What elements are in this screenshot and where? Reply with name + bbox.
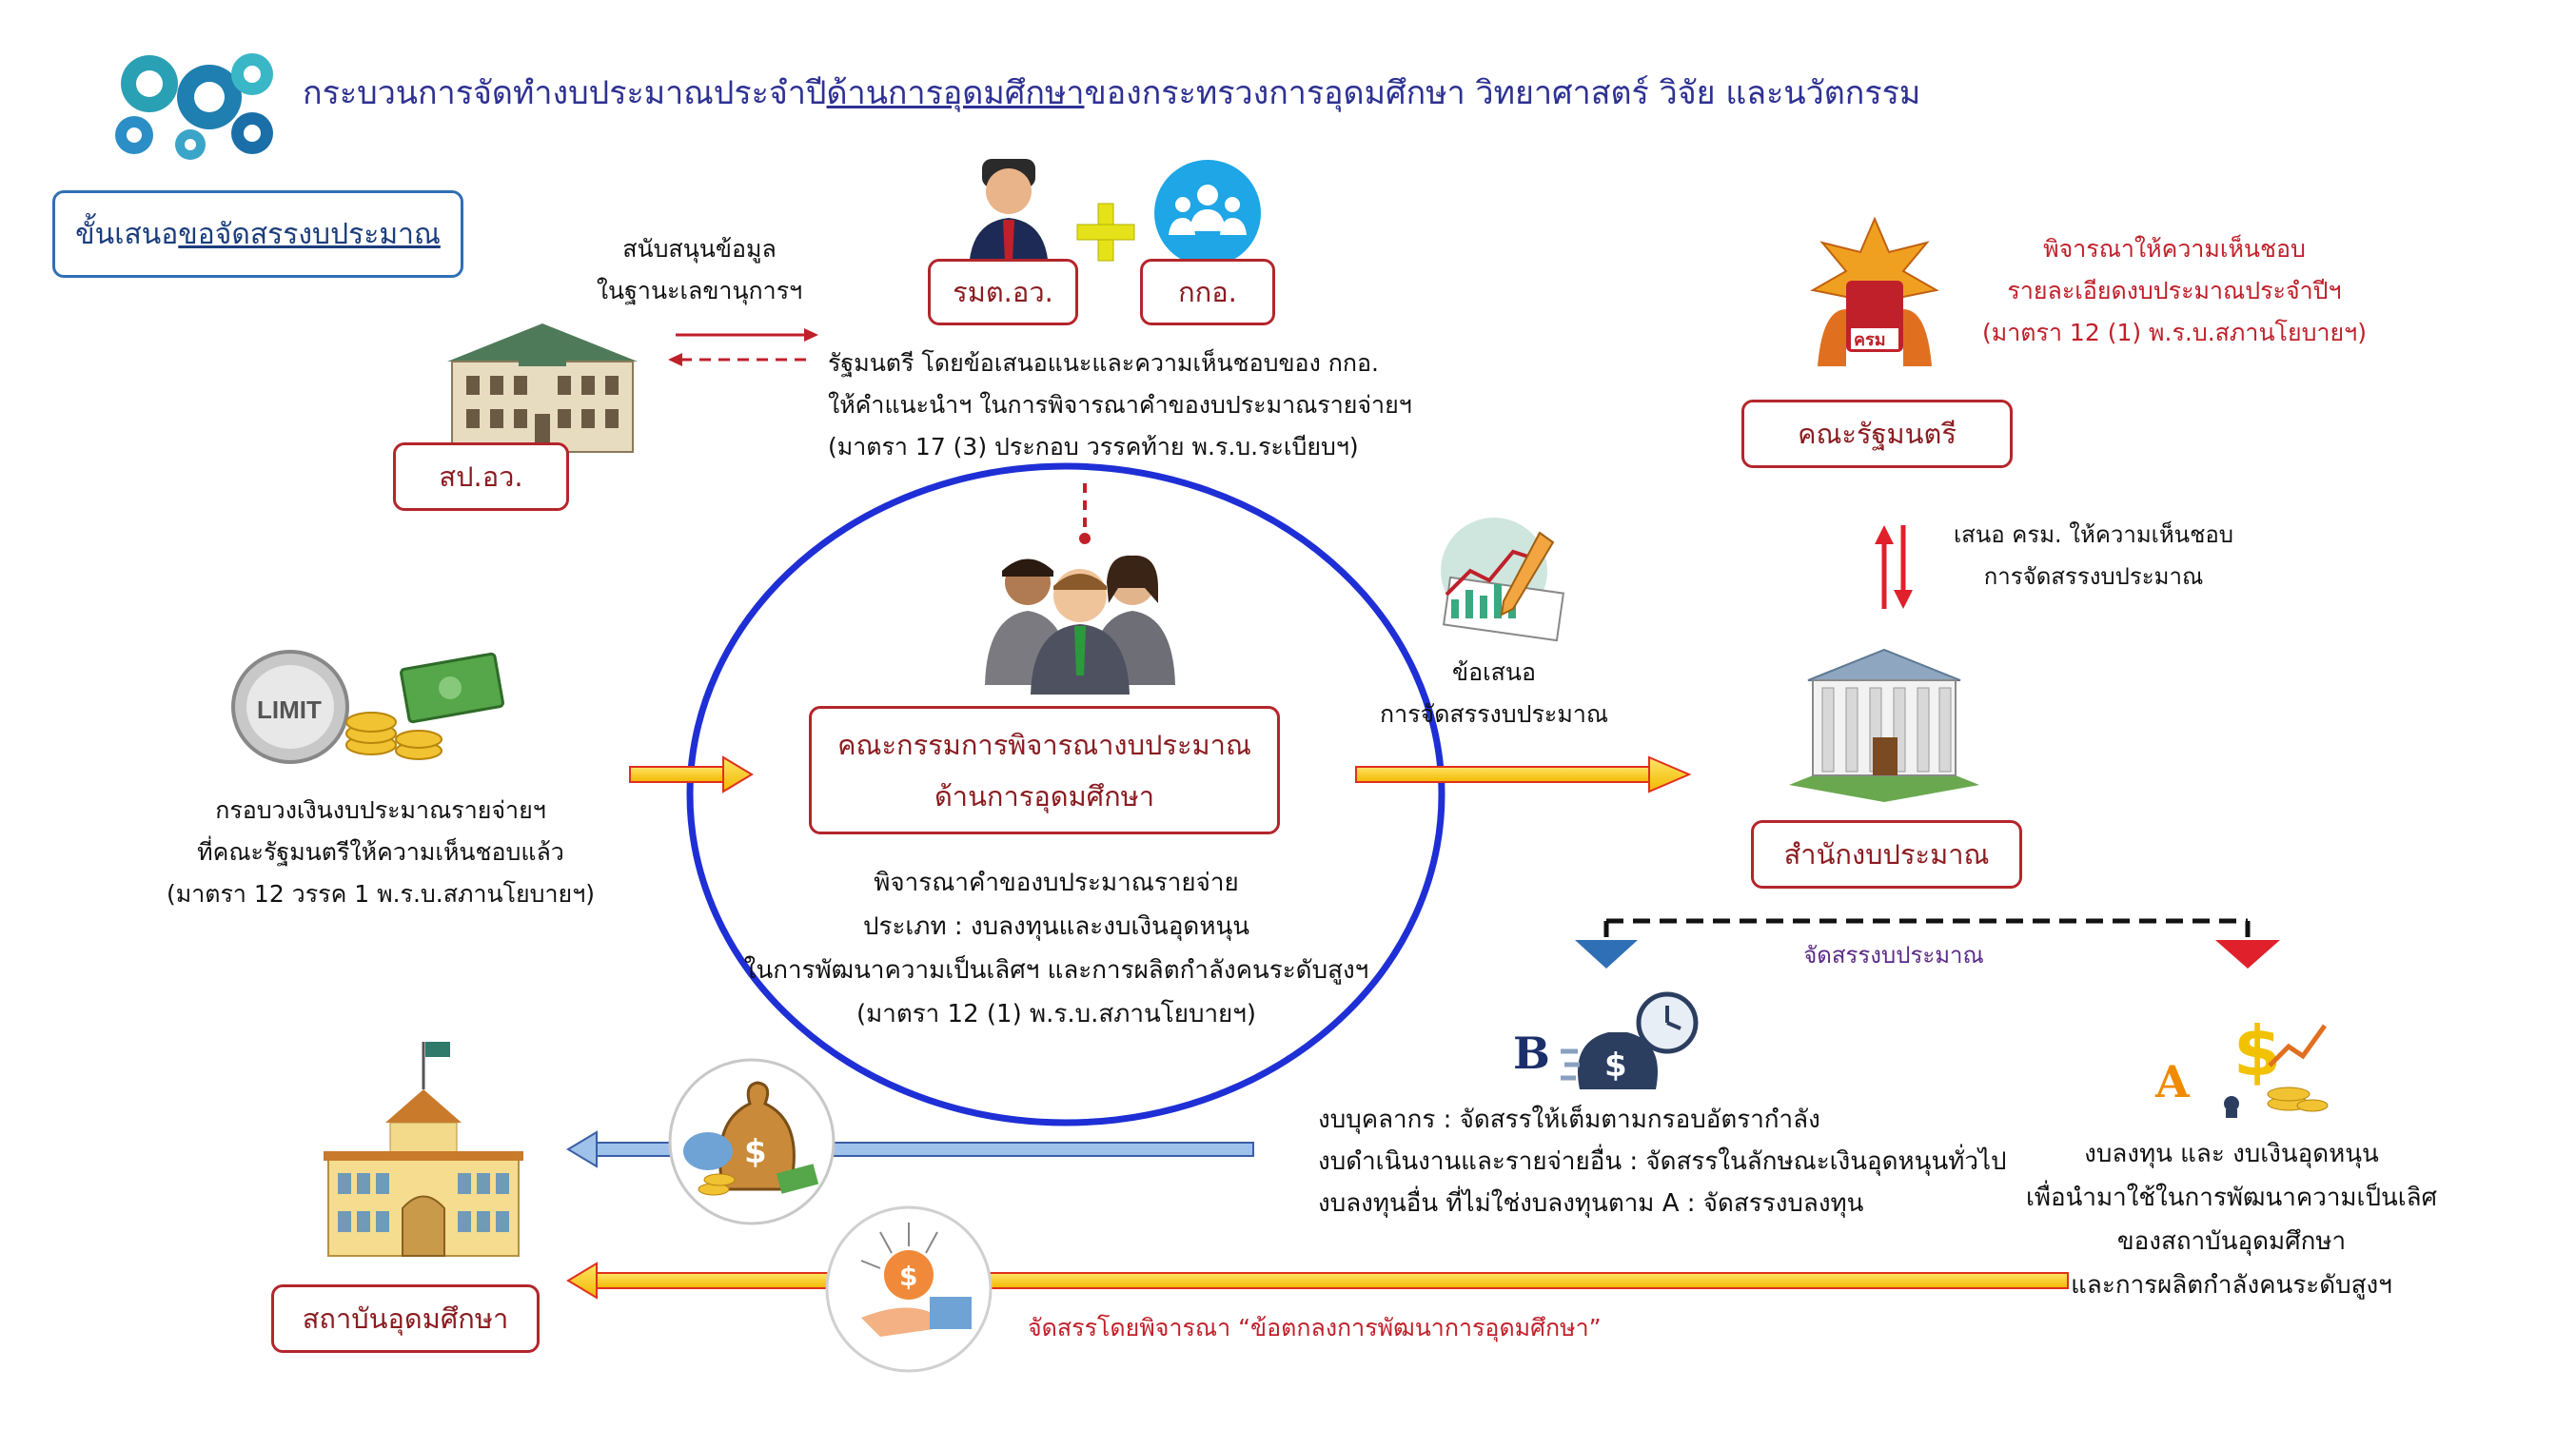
b-text: งบบุคลากร : จัดสรรให้เต็มตามกรอบอัตรากำล… xyxy=(1318,1099,2007,1224)
committee-text-line2: ประเภท : งบลงทุนและงบเงินอุดหนุน xyxy=(862,912,1250,941)
present-cabinet-line2: การจัดสรรงบประมาณ xyxy=(1983,563,2204,590)
office-box: สป.อว. xyxy=(393,442,569,511)
focus-ellipse xyxy=(686,462,1445,1126)
minister-text: รัฐมนตรี โดยข้อเสนอแนะและความเห็นชอบของ … xyxy=(828,343,1412,468)
b-text-line1: งบบุคลากร : จัดสรรให้เต็มตามกรอบอัตรากำล… xyxy=(1318,1106,1820,1134)
svg-text:$: $ xyxy=(744,1133,767,1171)
university-building-icon xyxy=(319,1032,528,1261)
cabinet-note-line2: รายละเอียดงบประมาณประจำปีฯ xyxy=(2007,277,2342,304)
support-line2: ในฐานะเลขานุการฯ xyxy=(596,277,803,304)
cabinet-box: คณะรัฐมนตรี xyxy=(1741,400,2013,468)
a-text-line3: ของสถาบันอุดมศึกษา xyxy=(2116,1227,2347,1256)
proposal-line1: ข้อเสนอ xyxy=(1451,658,1536,686)
hand-money-icon: $ xyxy=(823,1204,994,1375)
svg-text:$: $ xyxy=(2233,1011,2281,1091)
committee-line1: คณะกรรมการพิจารณางบประมาณ xyxy=(837,728,1251,761)
office-building-icon xyxy=(428,304,657,457)
bureau-building-icon xyxy=(1780,633,1989,804)
a-text-line2: เพื่อนำมาใช้ในการพัฒนาความเป็นเลิศ xyxy=(2025,1184,2438,1212)
cabinet-note: พิจารณาให้ความเห็นชอบ รายละเอียดงบประมาณ… xyxy=(1975,228,2374,354)
budget-bureau-box: สำนักงบประมาณ xyxy=(1751,820,2022,889)
svg-text:$: $ xyxy=(1604,1047,1627,1085)
stage-box: ขั้นเสนอขอจัดสรรงบประมาณ xyxy=(52,190,463,278)
committee-line2: ด้านการอุดมศึกษา xyxy=(934,779,1155,813)
money-clock-icon: $ xyxy=(1561,985,1703,1099)
support-arrows xyxy=(668,328,818,366)
allocate-agreement-text: จัดสรรโดยพิจารณา “ข้อตกลงการพัฒนาการอุดม… xyxy=(1028,1314,1602,1341)
group-people-icon xyxy=(1151,157,1264,269)
money-bag-piggy-icon: $ xyxy=(666,1056,837,1227)
title-pre: กระบวนการจัดทำงบประมาณประจำปี xyxy=(303,74,827,112)
proposal-line2: การจัดสรรงบประมาณ xyxy=(1379,700,1609,728)
committee-box: คณะกรรมการพิจารณางบประมาณ ด้านการอุดมศึก… xyxy=(809,706,1280,834)
a-text-line4: และการผลิตกำลังคนระดับสูงฯ xyxy=(2071,1271,2392,1300)
title-underline: ด้านการอุดมศึกษา xyxy=(826,74,1085,112)
arrow-bureau-cabinet xyxy=(1875,525,1913,609)
arrow-a-to-institution xyxy=(566,1262,2069,1300)
svg-text:$: $ xyxy=(899,1261,917,1292)
committee-text-line4: (มาตรา 12 (1) พ.ร.บ.สภานโยบายฯ) xyxy=(855,1000,1257,1028)
stage-pre: ขั้นเสนอ xyxy=(75,217,179,251)
minister-line3: (มาตรา 17 (3) ประกอบ วรรคท้าย พ.ร.บ.ระเบ… xyxy=(828,433,1359,460)
allocation-split xyxy=(1575,918,2280,969)
committee-text-line3: ในการพัฒนาความเป็นเลิศฯ และการผลิตกำลังค… xyxy=(743,956,1369,985)
proposal-text: ข้อเสนอ การจัดสรรงบประมาณ xyxy=(1351,652,1637,735)
arrow-committee-to-bureau xyxy=(1355,755,1692,793)
budget-frame-line3: (มาตรา 12 วรรค 1 พ.ร.บ.สภานโยบายฯ) xyxy=(167,880,595,908)
minister-box: รมต.อว. xyxy=(928,259,1078,325)
committee-text: พิจารณาคำของบประมาณรายจ่าย ประเภท : งบลง… xyxy=(742,861,1370,1036)
limit-label: LIMIT xyxy=(257,695,322,724)
page-title: กระบวนการจัดทำงบประมาณประจำปีด้านการอุดม… xyxy=(303,67,1920,118)
a-text: งบลงทุน และ งบเงินอุดหนุน เพื่อนำมาใช้ใน… xyxy=(2017,1132,2446,1307)
minister-line1: รัฐมนตรี โดยข้อเสนอแนะและความเห็นชอบของ … xyxy=(828,349,1379,377)
plus-icon xyxy=(1075,202,1136,263)
stage-underline: ขอจัดสรรงบประมาณ xyxy=(178,217,441,251)
council-box: กกอ. xyxy=(1140,259,1275,325)
committee-text-line1: พิจารณาคำของบประมาณรายจ่าย xyxy=(874,869,1239,897)
budget-frame-line1: กรอบวงเงินงบประมาณรายจ่ายฯ xyxy=(215,796,546,824)
title-post: ของกระทรวงการอุดมศึกษา วิทยาศาสตร์ วิจัย… xyxy=(1084,74,1921,112)
support-line1: สนับสนุนข้อมูล xyxy=(622,235,777,263)
letter-a: A xyxy=(2155,1056,2190,1107)
institution-box: สถาบันอุดมศึกษา xyxy=(271,1284,540,1353)
a-text-line1: งบลงทุน และ งบเงินอุดหนุน xyxy=(2084,1140,2379,1168)
svg-text:ครม: ครม xyxy=(1854,330,1886,350)
b-text-line3: งบลงทุนอื่น ที่ไม่ใช่งบลงทุนตาม A : จัดส… xyxy=(1318,1189,1864,1218)
cabinet-note-line3: (มาตรา 12 (1) พ.ร.บ.สภานโยบายฯ) xyxy=(1982,319,2367,346)
cabinet-note-line1: พิจารณาให้ความเห็นชอบ xyxy=(2043,235,2306,263)
cabinet-emblem-icon: ครม xyxy=(1803,214,1946,371)
allocate-label: จัดสรรงบประมาณ xyxy=(1803,942,1984,969)
gears-logo-icon xyxy=(100,38,281,162)
limit-money-icon: LIMIT xyxy=(228,633,514,775)
present-cabinet-text: เสนอ ครม. ให้ความเห็นชอบ การจัดสรรงบประม… xyxy=(1937,514,2251,597)
budget-frame-line2: ที่คณะรัฐมนตรีให้ความเห็นชอบแล้ว xyxy=(197,838,564,866)
present-cabinet-line1: เสนอ ครม. ให้ความเห็นชอบ xyxy=(1953,521,2234,548)
letter-b: B xyxy=(1513,1028,1550,1079)
minister-line2: ให้คำแนะนำฯ ในการพิจารณาคำของบประมาณรายจ… xyxy=(828,391,1412,419)
committee-people-icon xyxy=(975,542,1185,695)
chart-pencil-icon xyxy=(1427,514,1570,647)
minister-person-icon xyxy=(961,157,1056,269)
budget-frame-text: กรอบวงเงินงบประมาณรายจ่ายฯ ที่คณะรัฐมนตร… xyxy=(133,790,628,915)
arrow-frame-to-committee xyxy=(629,755,754,793)
money-growth-icon: $ xyxy=(2212,1008,2331,1118)
b-text-line2: งบดำเนินงานและรายจ่ายอื่น : จัดสรรในลักษ… xyxy=(1318,1147,2007,1176)
support-text: สนับสนุนข้อมูล ในฐานะเลขานุการฯ xyxy=(571,228,828,312)
